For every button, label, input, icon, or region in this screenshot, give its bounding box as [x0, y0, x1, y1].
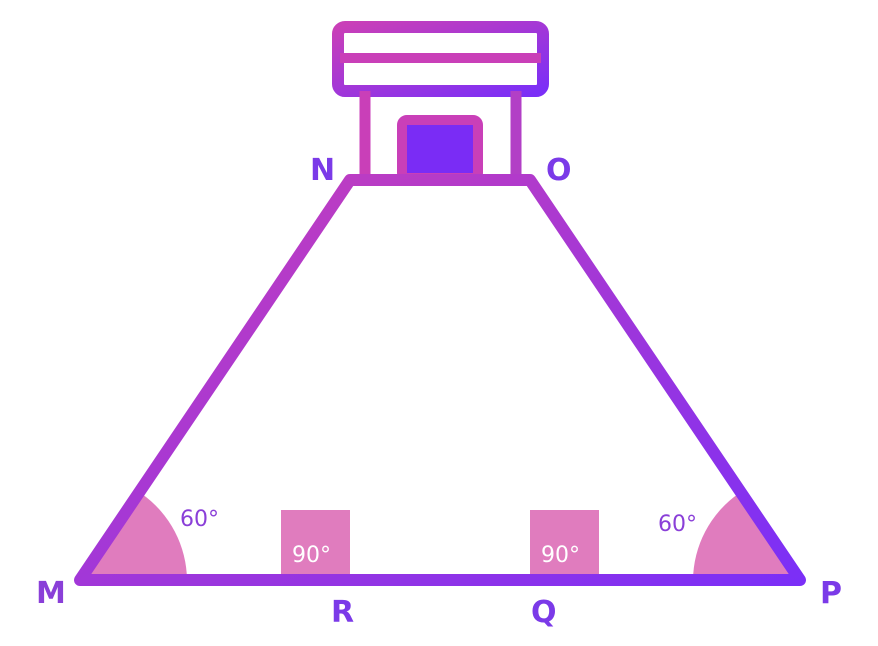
angle-label-R: 90°	[292, 543, 331, 568]
angle-mark-M	[80, 494, 187, 580]
right-angle-mark-Q	[530, 510, 599, 578]
label-point-R: R	[331, 595, 354, 630]
label-point-M: M	[36, 576, 66, 611]
angle-label-M: 60°	[180, 507, 219, 532]
angle-label-Q: 90°	[541, 543, 580, 568]
label-point-O: O	[546, 153, 572, 188]
right-angle-mark-R	[281, 510, 350, 578]
angle-label-P: 60°	[658, 512, 697, 537]
roof-block	[332, 21, 549, 97]
label-point-N: N	[310, 153, 335, 188]
temple-window	[397, 115, 483, 183]
label-point-P: P	[820, 576, 842, 611]
angle-mark-P	[693, 494, 800, 580]
label-point-Q: Q	[531, 595, 557, 630]
